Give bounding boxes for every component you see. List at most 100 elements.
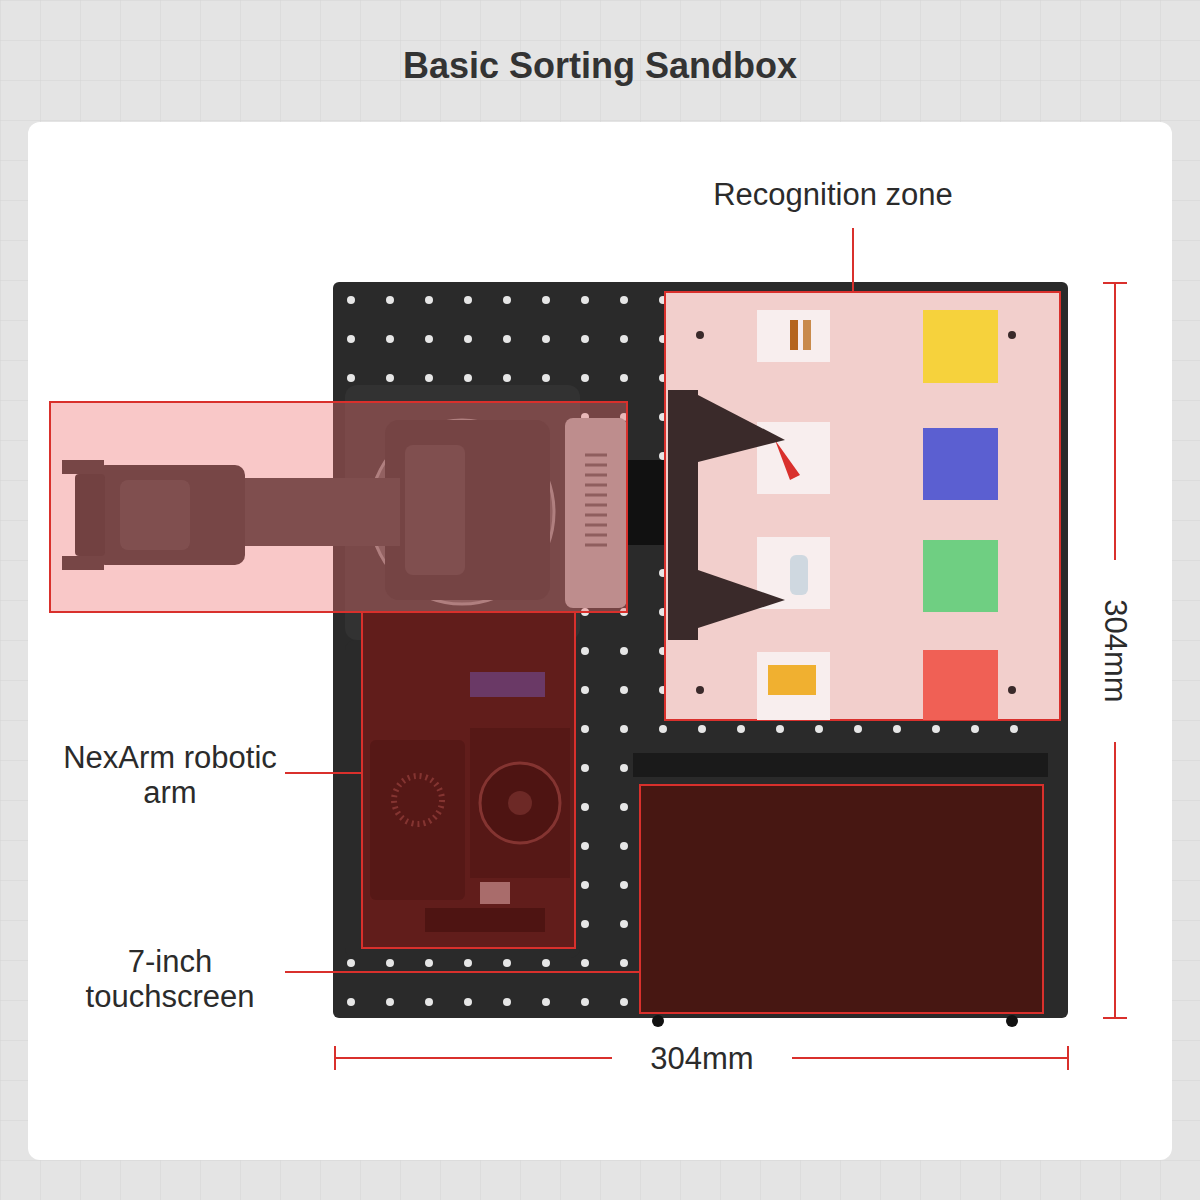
- board-hole: [620, 803, 628, 811]
- sorting-cards-part: [768, 665, 816, 695]
- board-hole: [620, 647, 628, 655]
- board-hole: [464, 998, 472, 1006]
- screen-bezel: [633, 753, 1048, 777]
- board-hole: [425, 959, 433, 967]
- robotic-arm-part: [628, 460, 668, 545]
- screen-feet-part: [1006, 1015, 1018, 1027]
- leader-lines-part: [852, 228, 854, 291]
- dimension-lines-part: [1103, 1017, 1127, 1019]
- board-hole: [347, 296, 355, 304]
- panel-holes: [696, 331, 1016, 694]
- board-hole: [815, 725, 823, 733]
- dimension-lines-part: [335, 1057, 612, 1059]
- board-hole: [386, 374, 394, 382]
- base-board: [333, 282, 1068, 1018]
- board-hole: [503, 998, 511, 1006]
- board-hole: [620, 335, 628, 343]
- dimension-lines-part: [792, 1057, 1068, 1059]
- board-hole: [581, 647, 589, 655]
- sorting-cards-part: [775, 440, 800, 480]
- board-hole: [464, 296, 472, 304]
- board-hole: [347, 959, 355, 967]
- board-hole: [386, 998, 394, 1006]
- panel-holes-part: [1008, 686, 1016, 694]
- sorting-cards-part: [803, 320, 811, 350]
- gripper-frame-part: [698, 395, 785, 462]
- part-label: 7-inch touchscreen: [63, 944, 278, 1014]
- screen-feet-part: [652, 1015, 664, 1027]
- board-hole: [971, 725, 979, 733]
- gripper-frame-part: [668, 390, 698, 640]
- board-hole: [503, 374, 511, 382]
- leader-lines-part: [285, 971, 640, 973]
- board-hole: [464, 335, 472, 343]
- sorting-cards-part: [923, 310, 998, 383]
- arm-highlight: [50, 402, 627, 612]
- touchscreen-highlight: [640, 785, 1043, 1013]
- board-hole: [425, 998, 433, 1006]
- board-hole: [620, 725, 628, 733]
- board-hole: [542, 296, 550, 304]
- board-hole: [620, 842, 628, 850]
- panel-holes-part: [696, 331, 704, 339]
- board-hole: [620, 764, 628, 772]
- sorting-cards-part: [757, 652, 830, 720]
- board-hole: [386, 296, 394, 304]
- board-hole: [659, 725, 667, 733]
- part-label: NexArm robotic arm: [63, 740, 278, 810]
- board-hole: [581, 881, 589, 889]
- board-hole: [581, 959, 589, 967]
- gripper-frame-part: [698, 570, 785, 628]
- screen-feet: [652, 1015, 1018, 1027]
- board-hole: [620, 920, 628, 928]
- board-hole: [620, 998, 628, 1006]
- dimension-lines-part: [1067, 1046, 1069, 1070]
- dimension-label: 304mm: [650, 1041, 753, 1076]
- leader-lines-part: [285, 772, 362, 774]
- controller-board: [345, 612, 580, 958]
- zone-label: Recognition zone: [713, 177, 953, 212]
- leader-lines: [285, 228, 853, 972]
- dimension-label: 304mm: [1098, 599, 1133, 702]
- board-hole: [347, 374, 355, 382]
- sorting-cards-part: [923, 428, 998, 500]
- board-hole: [386, 959, 394, 967]
- board-hole: [581, 374, 589, 382]
- board-hole: [620, 296, 628, 304]
- board-hole: [425, 335, 433, 343]
- dimension-lines-part: [1114, 742, 1116, 1018]
- dimension-lines-part: [334, 1046, 336, 1070]
- board-hole: [542, 998, 550, 1006]
- board-hole: [581, 842, 589, 850]
- board-hole: [503, 296, 511, 304]
- board-hole: [425, 374, 433, 382]
- board-hole: [581, 296, 589, 304]
- board-hole: [581, 920, 589, 928]
- board-hole: [776, 725, 784, 733]
- board-hole: [386, 335, 394, 343]
- dimension-lines: [335, 283, 1127, 1070]
- sorting-cards-part: [757, 310, 830, 362]
- board-hole: [620, 959, 628, 967]
- controller-board-part: [362, 612, 575, 948]
- board-hole: [581, 998, 589, 1006]
- board-hole: [737, 725, 745, 733]
- board-hole: [542, 335, 550, 343]
- sorting-cards: [757, 310, 998, 720]
- board-hole: [620, 374, 628, 382]
- recognition-panel: [665, 292, 1060, 720]
- board-hole: [347, 998, 355, 1006]
- panel-holes-part: [1008, 331, 1016, 339]
- board-hole: [932, 725, 940, 733]
- title: Basic Sorting Sandbox: [403, 45, 797, 87]
- board-hole: [542, 374, 550, 382]
- board-hole: [425, 296, 433, 304]
- sorting-cards-part: [923, 540, 998, 612]
- board-hole: [854, 725, 862, 733]
- sorting-cards-part: [790, 555, 808, 595]
- board-hole: [581, 335, 589, 343]
- sorting-cards-part: [790, 320, 798, 350]
